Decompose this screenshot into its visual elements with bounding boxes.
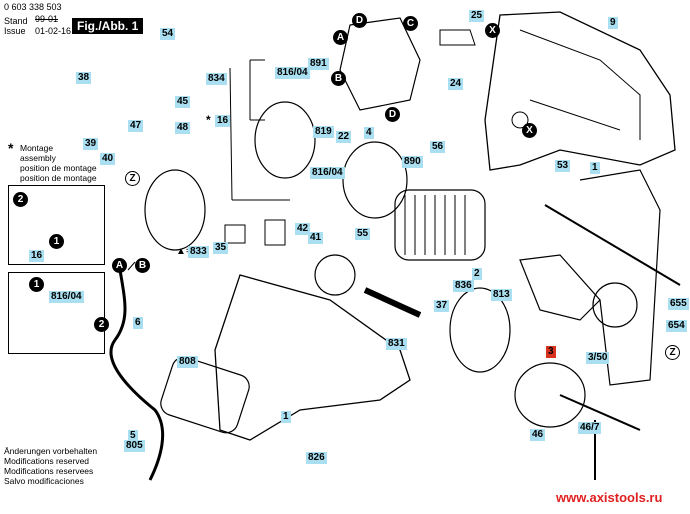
part-label: 2 (472, 268, 482, 280)
part-label: 836 (453, 280, 474, 292)
star-icon: * (8, 140, 14, 156)
part-label: 41 (308, 232, 324, 244)
connector-d-marker: D (352, 13, 367, 28)
modifications-note: Änderungen vorbehalten Modifications res… (4, 446, 97, 486)
part-label: 891 (308, 58, 329, 70)
star-icon: * (206, 113, 211, 127)
part-label: 890 (402, 156, 423, 168)
part-label: 38 (76, 72, 92, 84)
part-label: 826 (306, 452, 327, 464)
part-label: 813 (491, 289, 512, 301)
gear-housing (449, 287, 511, 373)
auxiliary-handle (579, 169, 661, 386)
part-label: 35 (213, 242, 229, 254)
part-label: 5 (128, 430, 138, 442)
part-label: 816/04 (310, 167, 345, 179)
part-label: 46 (530, 429, 546, 441)
part-label: 16 (215, 115, 231, 127)
stand-label: Stand (4, 16, 28, 26)
part-label: 25 (469, 10, 485, 22)
part-label: 24 (448, 78, 464, 90)
armature (519, 254, 601, 321)
legend-line: Montage (20, 143, 54, 153)
part-label: 654 (666, 320, 687, 332)
part-label: 1 (590, 162, 600, 174)
main-housing (214, 274, 411, 441)
brush-holder-right (342, 141, 408, 219)
bearing-plate (144, 169, 206, 251)
part-label: 54 (160, 28, 176, 40)
connector-b-marker: B (331, 71, 346, 86)
part-label: 56 (430, 141, 446, 153)
part-label: 816/04 (49, 291, 84, 303)
part-label: 819 (313, 126, 334, 138)
note-line: Modifications reservees (4, 466, 94, 476)
part-label: 42 (295, 223, 311, 235)
step-1-marker: 1 (49, 234, 64, 249)
part-number: 0 603 338 503 (4, 2, 62, 12)
website-link[interactable]: www.axistools.ru (556, 490, 663, 505)
part-label: 6 (133, 317, 143, 329)
part-label: 1 (281, 411, 291, 423)
part-label: 22 (336, 131, 352, 143)
legend-line: position de montage (20, 163, 97, 173)
legend-line: position de montage (20, 173, 97, 183)
issue-date: 01-02-16 (35, 26, 72, 36)
part-label: 55 (355, 228, 371, 240)
chuck (514, 362, 586, 428)
part-label: 16 (29, 250, 45, 262)
part-label: 37 (434, 300, 450, 312)
power-cord (109, 269, 165, 481)
part-label: 816/04 (275, 67, 310, 79)
inset-brush-holder: 2 1 16 (8, 185, 105, 265)
part-label: 40 (100, 153, 116, 165)
switch (339, 17, 421, 111)
field-coil (394, 189, 486, 261)
part-label: 45 (175, 96, 191, 108)
part-label: 834 (206, 73, 227, 85)
part-label: 831 (386, 338, 407, 350)
old-date: 99-01 (35, 14, 59, 24)
part-label: 39 (83, 138, 99, 150)
connector-b-marker: B (135, 258, 150, 273)
figure-title: Fig./Abb. 1 (72, 18, 144, 34)
step-2-marker: 2 (13, 192, 28, 207)
note-line: Modifications reserved (4, 456, 90, 466)
connector-d-marker: D (385, 107, 400, 122)
part-label: 53 (555, 160, 571, 172)
triangle-icon: ▲ (176, 246, 186, 257)
part-label: 48 (175, 122, 191, 134)
reference-z-marker: Z (125, 171, 140, 186)
legend-text: Montage assembly position de montage pos… (20, 143, 97, 183)
part-label: 655 (668, 298, 689, 310)
legend-line: assembly (20, 153, 56, 163)
inset-carbon-brush: 1 816/04 2 (8, 272, 109, 354)
part-label: 46/7 (578, 422, 602, 434)
note-line: Salvo modificaciones (4, 476, 84, 486)
connector-c-marker: C (403, 16, 418, 31)
brush-holder-16 (254, 101, 316, 179)
part-label: 833 (188, 246, 209, 258)
connector-x-marker: X (485, 23, 500, 38)
connector-a-marker: A (112, 258, 127, 273)
part-label: 9 (608, 17, 618, 29)
connector-x-marker: X (522, 123, 537, 138)
step-1-marker: 1 (29, 277, 44, 292)
connector-a-marker: A (333, 30, 348, 45)
issue-label: Issue (4, 26, 26, 36)
reference-z-marker: Z (665, 345, 680, 360)
housing-half (484, 11, 676, 171)
part-label: 3/50 (586, 352, 610, 364)
handle-cover-808 (160, 356, 250, 434)
part-label: 47 (128, 120, 144, 132)
part-label-armature: 3 (546, 346, 556, 358)
step-2-marker: 2 (94, 317, 109, 332)
note-line: Änderungen vorbehalten (4, 446, 98, 456)
part-label: 4 (364, 127, 374, 139)
chuck-key (559, 394, 641, 480)
part-label: 808 (177, 356, 198, 368)
part-label: 805 (124, 440, 145, 452)
